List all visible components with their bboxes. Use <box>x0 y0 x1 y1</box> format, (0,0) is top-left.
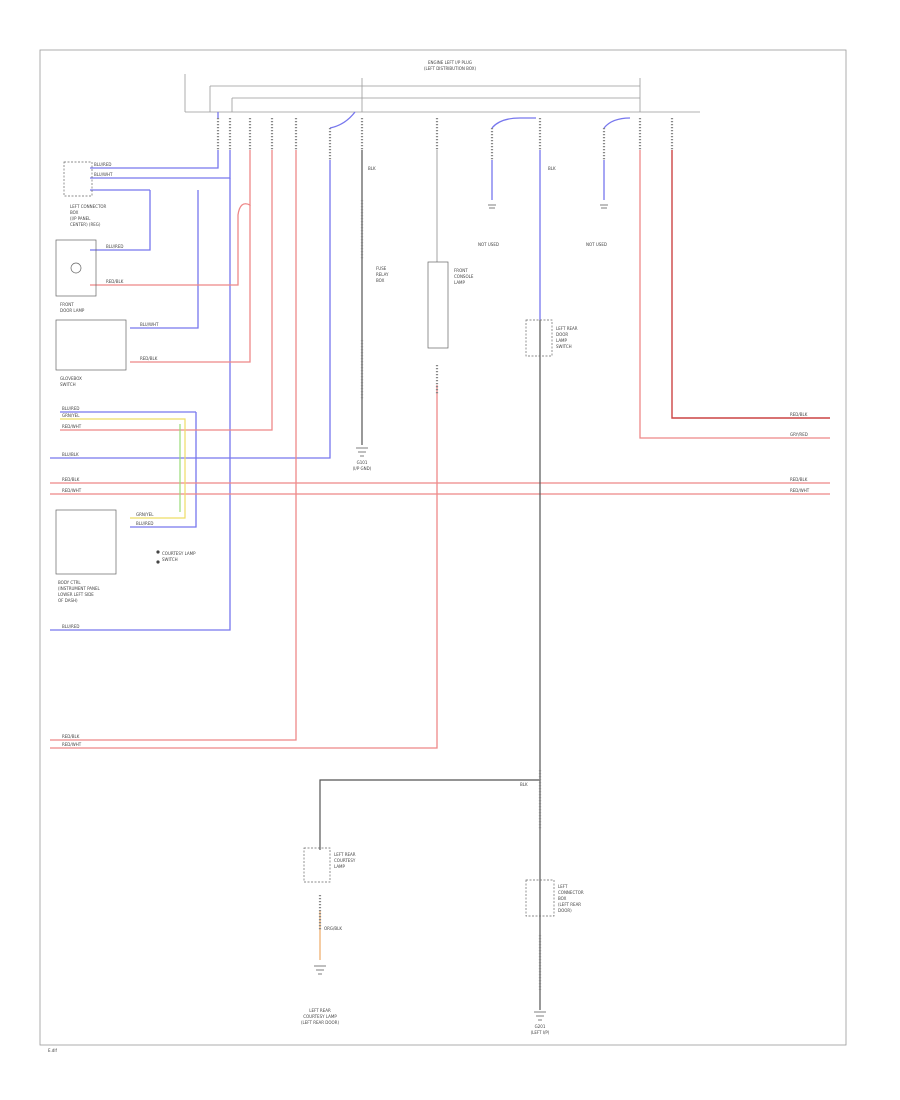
ground-g101: G101 (I/P GND) <box>353 447 372 471</box>
svg-text:DOOR): DOOR) <box>558 908 572 913</box>
component-left-rear-bottom: LEFT REAR COURTESY LAMP (LEFT REAR DOOR) <box>301 965 340 1025</box>
svg-text:(I/P PANEL: (I/P PANEL <box>70 216 91 221</box>
page-frame <box>39 49 847 1046</box>
svg-text:(LEFT REAR: (LEFT REAR <box>558 902 581 907</box>
svg-text:RED/BLK: RED/BLK <box>106 279 124 284</box>
lamp-icon <box>70 262 82 274</box>
svg-text:RED/WHT: RED/WHT <box>790 488 810 493</box>
svg-text:RED/WHT: RED/WHT <box>62 488 82 493</box>
svg-text:BOX: BOX <box>376 278 385 283</box>
svg-text:G201: G201 <box>535 1024 546 1029</box>
component-front-door-lamp: FRONT DOOR LAMP <box>55 239 97 313</box>
svg-text:G101: G101 <box>357 460 368 465</box>
svg-text:(LEFT I/P): (LEFT I/P) <box>531 1030 550 1035</box>
svg-text:CENTER) (REG): CENTER) (REG) <box>70 222 101 227</box>
svg-text:BLU/WHT: BLU/WHT <box>94 172 113 177</box>
svg-text:LOWER LEFT SIDE: LOWER LEFT SIDE <box>58 592 94 597</box>
svg-text:RELAY: RELAY <box>376 272 389 277</box>
ground-icon <box>356 447 368 457</box>
svg-text:FRONT: FRONT <box>60 302 74 307</box>
svg-text:LEFT REAR: LEFT REAR <box>309 1008 331 1013</box>
svg-text:BLU/RED: BLU/RED <box>106 244 123 249</box>
svg-text:RED/BLK: RED/BLK <box>140 356 158 361</box>
component-fuse-relay: FUSE RELAY BOX <box>376 266 389 283</box>
svg-text:RED/WHT: RED/WHT <box>62 424 82 429</box>
svg-text:(INSTRUMENT PANEL: (INSTRUMENT PANEL <box>58 586 101 591</box>
svg-text:BOX: BOX <box>558 896 567 901</box>
svg-text:COURTESY: COURTESY <box>334 858 356 863</box>
component-front-console: FRONT CONSOLE LAMP <box>427 261 474 349</box>
junction-title: ENGINE LEFT I/P PLUG <box>428 60 472 65</box>
svg-text:RED/WHT: RED/WHT <box>62 742 82 747</box>
svg-text:LEFT REAR: LEFT REAR <box>334 852 356 857</box>
svg-text:SWITCH: SWITCH <box>556 344 572 349</box>
component-left-rear-door: LEFT REAR DOOR LAMP SWITCH <box>525 319 578 357</box>
svg-text:FUSE: FUSE <box>376 266 387 271</box>
svg-text:BLU/RED: BLU/RED <box>136 521 153 526</box>
svg-text:LAMP: LAMP <box>556 338 568 343</box>
svg-text:BLU/RED: BLU/RED <box>62 624 79 629</box>
top-connector-pins <box>216 118 674 160</box>
red-wires <box>50 150 830 749</box>
svg-text:ORG/BLK: ORG/BLK <box>324 926 342 931</box>
svg-text:SWITCH: SWITCH <box>162 557 178 562</box>
svg-text:FRONT: FRONT <box>454 268 468 273</box>
ground-icon <box>314 965 326 975</box>
ground-icon <box>534 1011 546 1021</box>
not-used-label-1: NOT USED <box>478 242 499 247</box>
component-left-conn-lower: LEFT CONNECTOR BOX (LEFT REAR DOOR) <box>525 879 584 917</box>
svg-text:GLOVEBOX: GLOVEBOX <box>60 376 82 381</box>
svg-text:RED/BLK: RED/BLK <box>790 477 808 482</box>
svg-text:RED/BLK: RED/BLK <box>62 734 80 739</box>
ground-g201: G201 (LEFT I/P) <box>531 1011 550 1035</box>
svg-text:LEFT CONNECTOR: LEFT CONNECTOR <box>70 204 107 209</box>
svg-text:BLU/RED: BLU/RED <box>62 406 79 411</box>
wire-code-labels: BLU/RED BLU/WHT BLU/RED RED/BLK BLU/WHT … <box>62 162 810 931</box>
svg-text:(LEFT REAR DOOR): (LEFT REAR DOOR) <box>301 1020 340 1025</box>
junction-subtitle: (LEFT DISTRIBUTION BOX) <box>424 66 476 71</box>
svg-text:COURTESY LAMP: COURTESY LAMP <box>303 1014 337 1019</box>
svg-text:BLU/RED: BLU/RED <box>94 162 111 167</box>
svg-text:BLK: BLK <box>520 782 528 787</box>
other-wires <box>60 418 321 960</box>
svg-text:BLU/WHT: BLU/WHT <box>140 322 159 327</box>
footer-code: E.dlf <box>48 1048 57 1053</box>
component-body-ctrl: BODY CTRL (INSTRUMENT PANEL LOWER LEFT S… <box>55 509 196 603</box>
component-glovebox: GLOVEBOX SWITCH <box>55 319 127 387</box>
svg-text:CONSOLE: CONSOLE <box>454 274 474 279</box>
svg-text:DOOR: DOOR <box>556 332 568 337</box>
component-left-disc: LEFT CONNECTOR BOX (I/P PANEL CENTER) (R… <box>63 161 107 227</box>
svg-text:BOX: BOX <box>70 210 79 215</box>
svg-text:SWITCH: SWITCH <box>60 382 76 387</box>
svg-text:BODY CTRL: BODY CTRL <box>58 580 81 585</box>
svg-text:(I/P GND): (I/P GND) <box>353 466 372 471</box>
tag-lamp-switch: COURTESY LAMP <box>162 551 196 556</box>
junction-header: ENGINE LEFT I/P PLUG (LEFT DISTRIBUTION … <box>184 60 700 113</box>
svg-text:BLK: BLK <box>548 166 556 171</box>
svg-text:BLK: BLK <box>368 166 376 171</box>
svg-text:DOOR LAMP: DOOR LAMP <box>60 308 85 313</box>
component-left-rear-lower: LEFT REAR COURTESY LAMP <box>303 847 356 883</box>
not-used-label-2: NOT USED <box>586 242 607 247</box>
svg-text:GRN/YEL: GRN/YEL <box>62 413 80 418</box>
svg-text:LEFT REAR: LEFT REAR <box>556 326 578 331</box>
svg-text:LAMP: LAMP <box>334 864 346 869</box>
svg-text:RED/BLK: RED/BLK <box>62 477 80 482</box>
svg-text:LAMP: LAMP <box>454 280 466 285</box>
svg-text:CONNECTOR: CONNECTOR <box>558 890 584 895</box>
svg-text:GRN/YEL: GRN/YEL <box>136 512 154 517</box>
blue-wires <box>50 111 631 631</box>
svg-text:OF DASH): OF DASH) <box>58 598 78 603</box>
svg-text:GRY/RED: GRY/RED <box>790 432 808 437</box>
svg-text:RED/BLK: RED/BLK <box>790 412 808 417</box>
gray-wires <box>318 150 542 1010</box>
svg-text:BLU/BLK: BLU/BLK <box>62 452 79 457</box>
svg-text:LEFT: LEFT <box>558 884 568 889</box>
